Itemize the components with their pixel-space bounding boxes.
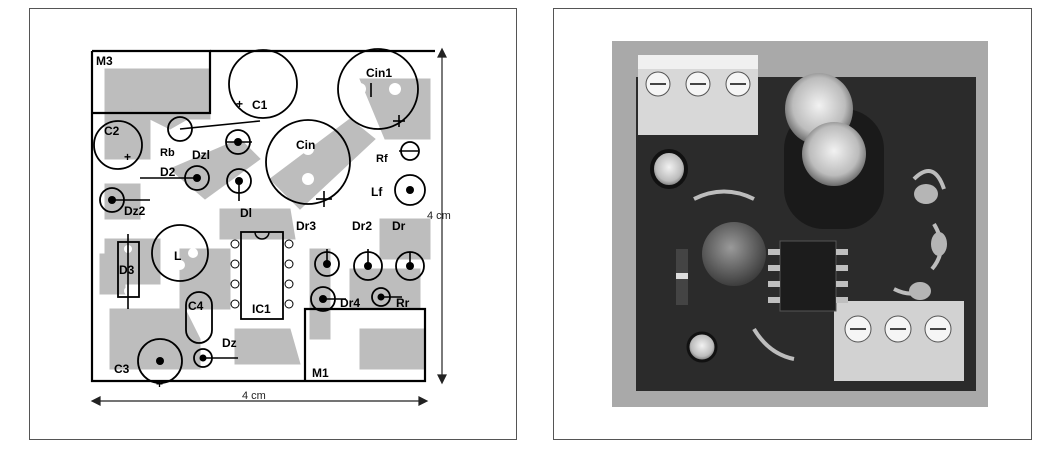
- label-c4: C4: [188, 299, 204, 313]
- pcb-layout-drawing: M3 M1 C2 + C1 + Cin1 Cin Rb Dzl D2 Dz2 D…: [90, 47, 451, 406]
- label-dz1: Dzl: [192, 148, 210, 162]
- dimension-arrows: [90, 47, 447, 406]
- resistor-3: [909, 282, 931, 300]
- label-dl: Dl: [240, 206, 252, 220]
- label-c2: C2: [104, 124, 120, 138]
- ic-chip: [768, 240, 848, 312]
- board-photo: [612, 41, 988, 407]
- ic-pins: [230, 239, 294, 309]
- label-l: L: [174, 249, 181, 263]
- label-c3-plus: +: [156, 377, 163, 391]
- label-d2: D2: [160, 165, 176, 179]
- label-dr4: Dr4: [340, 296, 360, 310]
- resistor-1: [914, 184, 938, 204]
- label-ic1: IC1: [252, 302, 271, 316]
- label-d3: D3: [119, 263, 135, 277]
- solder-dots: [108, 138, 414, 365]
- terminal-block-top: [638, 55, 758, 135]
- label-dz2: Dz2: [124, 204, 146, 218]
- board-photo-panel: [553, 8, 1032, 440]
- label-c1-plus: +: [236, 97, 243, 111]
- label-c3: C3: [114, 362, 130, 376]
- label-m1: M1: [312, 366, 329, 380]
- pads: [124, 79, 401, 295]
- large-capacitor: [784, 73, 884, 229]
- board-outline: [90, 49, 435, 383]
- inductor: [702, 222, 766, 286]
- label-c2-plus: +: [124, 150, 131, 164]
- label-rr: Rr: [396, 296, 410, 310]
- label-rf: Rf: [376, 153, 388, 165]
- resistor-2: [931, 232, 947, 256]
- label-cin: Cin: [296, 138, 315, 152]
- label-lf: Lf: [371, 185, 383, 199]
- small-capacitor-2: [686, 331, 718, 363]
- ic-notch: [254, 231, 270, 240]
- label-dz: Dz: [222, 336, 237, 350]
- small-capacitor-1: [650, 149, 688, 189]
- label-dr2: Dr2: [352, 219, 372, 233]
- dimension-horizontal: 4 cm: [242, 390, 266, 402]
- label-cin1: Cin1: [366, 66, 392, 80]
- label-c1: C1: [252, 98, 268, 112]
- label-rb: Rb: [160, 147, 175, 159]
- leader-lines: [112, 83, 418, 359]
- label-dr3: Dr3: [296, 219, 316, 233]
- label-m3: M3: [96, 54, 113, 68]
- pcb-layout-panel: M3 M1 C2 + C1 + Cin1 Cin Rb Dzl D2 Dz2 D…: [29, 8, 517, 440]
- dimension-vertical: 4 cm: [427, 210, 451, 222]
- diode: [676, 249, 688, 305]
- label-dr: Dr: [392, 219, 406, 233]
- terminal-block-bottom: [834, 301, 964, 381]
